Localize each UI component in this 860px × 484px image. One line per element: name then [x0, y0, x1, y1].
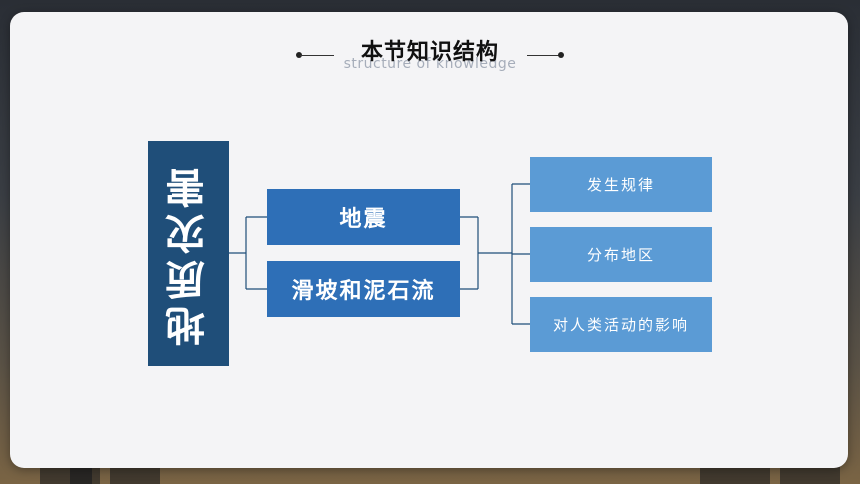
- aspect-impact-on-humans: 对人类活动的影响: [530, 297, 712, 352]
- topic-landslide-debris-flow: 滑坡和泥石流: [267, 261, 460, 317]
- slide-subtitle: structure of knowledge: [343, 56, 517, 72]
- topic-earthquake: 地震: [267, 189, 460, 245]
- title-decoration-dot: [558, 52, 564, 58]
- title-decoration-line: [527, 55, 561, 56]
- root-topic-label: 地质灾害: [165, 161, 212, 346]
- root-topic-box: 地质灾害: [148, 141, 229, 366]
- aspect-distribution-area: 分布地区: [530, 227, 712, 282]
- title-decoration-dot: [296, 52, 302, 58]
- title-decoration-line: [300, 55, 334, 56]
- aspect-occurrence-pattern: 发生规律: [530, 157, 712, 212]
- slide-title: 本节知识结构: [360, 40, 499, 65]
